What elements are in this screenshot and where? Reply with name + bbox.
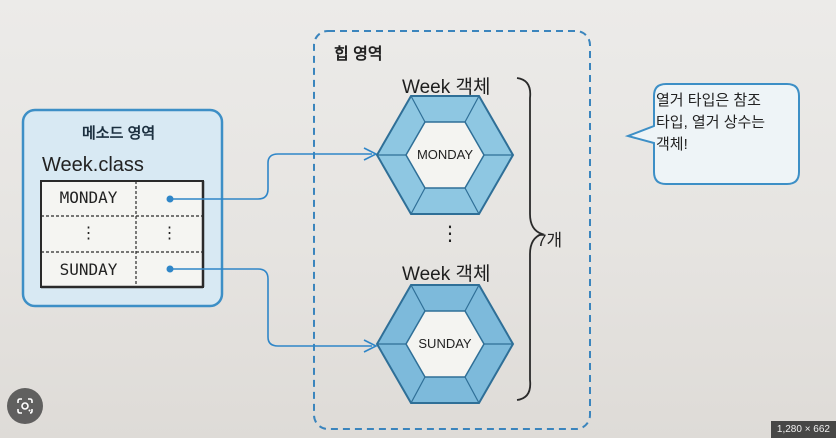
heap-area-box <box>313 30 591 430</box>
table-row-monday-name: MONDAY <box>59 188 118 207</box>
table-row-ellipsis-ref: ⋮ <box>161 223 178 242</box>
callout-line-3: 객체! <box>656 136 688 153</box>
table-row-sunday-name: SUNDAY <box>59 260 118 279</box>
monday-reference-dot <box>166 195 174 203</box>
sunday-hexagon <box>375 284 515 404</box>
callout-bubble <box>624 83 800 185</box>
monday-arrow-head <box>363 147 378 161</box>
image-size-badge: 1,280 × 662 <box>770 421 836 438</box>
object-count-label: 7개 <box>537 231 563 250</box>
monday-object-label: MONDAY <box>416 147 474 162</box>
sunday-reference-arrow <box>170 268 372 347</box>
google-lens-button[interactable] <box>7 388 43 424</box>
heap-ellipsis: ⋮ <box>440 223 460 245</box>
callout-text: 열거 타입은 참조 타입, 열거 상수는 객체! <box>656 90 792 156</box>
heap-area-title: 힙 영역 <box>334 46 383 63</box>
callout-line-2: 타입, 열거 상수는 <box>656 114 766 131</box>
google-lens-icon <box>17 398 33 414</box>
method-area-title: 메소드 영역 <box>82 125 156 142</box>
monday-object-title: Week 객체 <box>402 77 491 98</box>
sunday-object-title: Week 객체 <box>402 264 491 285</box>
sunday-reference-dot <box>166 265 174 273</box>
monday-reference-arrow <box>170 153 372 200</box>
monday-hexagon <box>375 95 515 215</box>
sunday-arrow-head <box>363 339 378 353</box>
count-brace <box>516 77 545 401</box>
callout-line-1: 열거 타입은 참조 <box>656 92 761 109</box>
table-row-ellipsis-name: ⋮ <box>80 223 97 242</box>
class-name: Week.class <box>42 154 144 176</box>
sunday-object-label: SUNDAY <box>418 336 472 351</box>
